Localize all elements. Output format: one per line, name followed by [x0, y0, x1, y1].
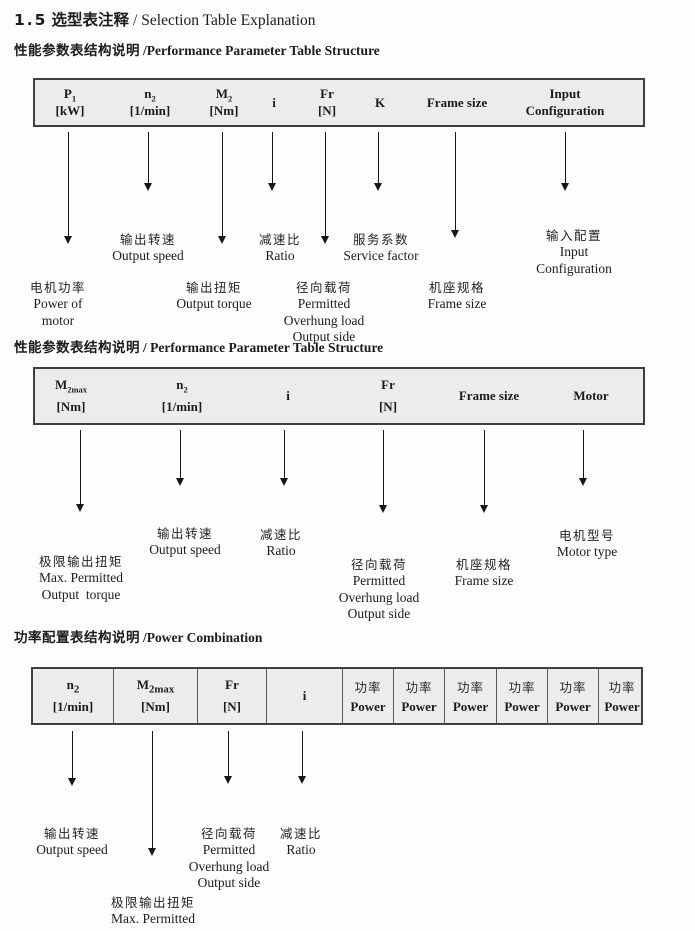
- section1-heading-en: /Performance Parameter Table Structure: [143, 43, 380, 58]
- column-header-m2max: M2max[Nm]: [54, 377, 88, 414]
- arrow-i: [297, 731, 307, 784]
- arrow-m2max: [147, 731, 157, 856]
- column-header-fr: Fr[N]: [317, 86, 337, 118]
- section3-heading-zh: 功率配置表结构说明: [14, 630, 140, 646]
- column-header-motor: Motor: [573, 388, 609, 403]
- arrow-m2max: [75, 430, 85, 512]
- arrow-p1: [63, 132, 73, 244]
- column-header-fr: Fr[N]: [378, 377, 398, 414]
- section1-heading: 性能参数表结构说明/Performance Parameter Table St…: [14, 39, 380, 59]
- arrow-i: [267, 132, 277, 191]
- column-header-frame-size: Frame size: [426, 94, 488, 110]
- section2-heading: 性能参数表结构说明/ Performance Parameter Table S…: [14, 336, 383, 356]
- performance-table-2: M2max[Nm] n2[1/min] i Fr[N] Frame size M…: [33, 367, 645, 425]
- column-header-i: i: [267, 669, 343, 723]
- column-header-i: i: [286, 388, 290, 403]
- section2-heading-zh: 性能参数表结构说明: [14, 340, 140, 356]
- column-header-k: K: [374, 94, 386, 110]
- column-header-n2: n2[1/min]: [33, 669, 114, 723]
- page-title-en: Selection Table Explanation: [141, 12, 316, 29]
- section3-heading-en: /Power Combination: [143, 630, 263, 645]
- performance-table-1: P1[kW] n2[1/min] M2[Nm] i Fr[N] K Frame …: [33, 78, 645, 127]
- arrow-input-configuration: [560, 132, 570, 191]
- section-number: 1.5: [14, 11, 48, 29]
- section1-heading-zh: 性能参数表结构说明: [14, 43, 140, 59]
- column-header-p1: P1[kW]: [55, 86, 85, 118]
- arrow-n2: [175, 430, 185, 486]
- column-header-n2: n2[1/min]: [129, 86, 171, 118]
- arrow-frame-size: [450, 132, 460, 238]
- column-header-fr: Fr[N]: [198, 669, 267, 723]
- arrow-fr: [320, 132, 330, 244]
- arrow-fr: [223, 731, 233, 784]
- column-header-n2: n2[1/min]: [161, 377, 203, 414]
- arrow-n2: [67, 731, 77, 786]
- section3-heading: 功率配置表结构说明/Power Combination: [14, 626, 262, 646]
- column-header-i: i: [272, 94, 276, 110]
- page-title-zh: 选型表注释: [51, 11, 129, 29]
- arrow-fr: [378, 430, 388, 513]
- arrow-k: [373, 132, 383, 191]
- column-header-m2: M2[Nm]: [209, 86, 239, 118]
- arrow-n2: [143, 132, 153, 191]
- arrow-frame-size: [479, 430, 489, 513]
- arrow-motor: [578, 430, 588, 486]
- arrow-m2: [217, 132, 227, 244]
- column-header-m2max: M2max[Nm]: [114, 669, 198, 723]
- arrow-i: [279, 430, 289, 486]
- title-separator: /: [132, 12, 138, 29]
- section2-heading-en: / Performance Parameter Table Structure: [143, 340, 384, 355]
- column-header-frame-size: Frame size: [458, 388, 520, 403]
